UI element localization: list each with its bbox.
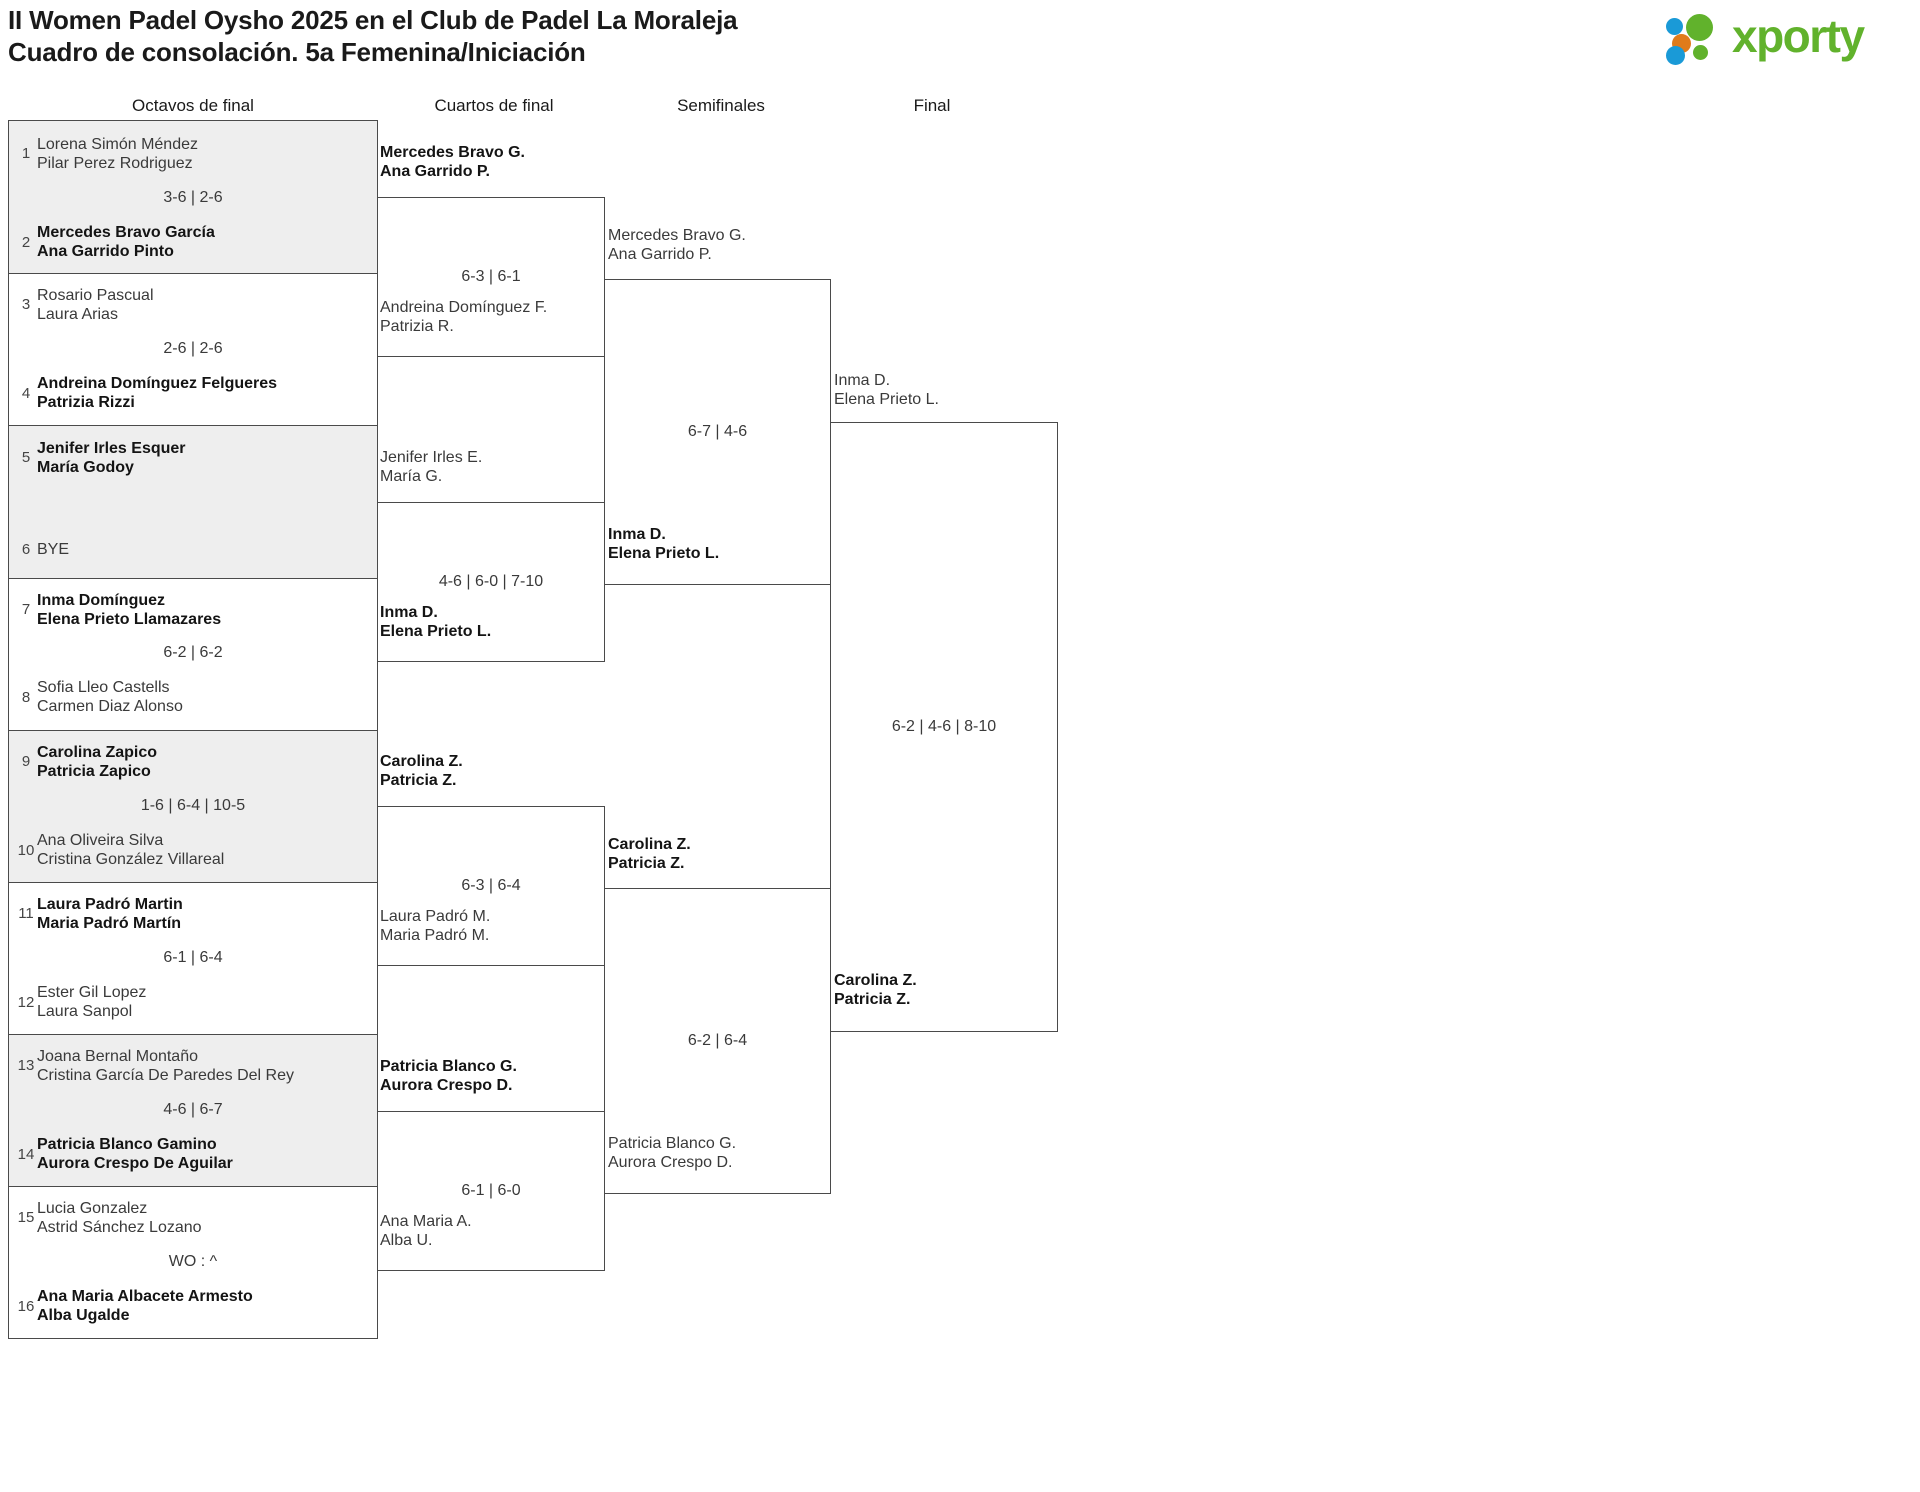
r2-team-2: Andreina Domínguez F. Patrizia R. bbox=[380, 299, 548, 335]
match-score: WO : ^ bbox=[168, 1253, 218, 1270]
match-score: 4-6 | 6-0 | 7-10 bbox=[438, 573, 544, 590]
round-header-cuartos: Cuartos de final bbox=[434, 96, 554, 115]
seed-number: 10 bbox=[17, 842, 35, 859]
match-score: 4-6 | 6-7 bbox=[163, 1101, 223, 1118]
team-name: Mercedes Bravo García Ana Garrido Pinto bbox=[37, 224, 215, 260]
r3-match-2-box[interactable]: 6-2 | 6-4 bbox=[604, 888, 831, 1194]
match-score: 6-2 | 6-4 bbox=[687, 1032, 748, 1049]
seed-number: 8 bbox=[21, 689, 31, 706]
match-score: 6-1 | 6-0 bbox=[461, 1182, 521, 1199]
r1-match-7[interactable]: 13 Joana Bernal Montaño Cristina García … bbox=[8, 1035, 378, 1187]
seed-number: 2 bbox=[21, 234, 31, 251]
title-line-2: Cuadro de consolación. 5a Femenina/Inici… bbox=[8, 37, 586, 67]
r2-team-4: Inma D. Elena Prieto L. bbox=[380, 604, 492, 640]
seed-number: 12 bbox=[17, 994, 35, 1011]
seed-number: 16 bbox=[17, 1298, 35, 1315]
match-score: 6-3 | 6-1 bbox=[461, 268, 521, 285]
seed-number: 6 bbox=[21, 541, 31, 558]
r4-final-box[interactable]: 6-2 | 4-6 | 8-10 bbox=[830, 422, 1058, 1032]
team-name: Ana Oliveira Silva Cristina González Vil… bbox=[37, 832, 225, 868]
r1-match-1[interactable]: 1 Lorena Simón Méndez Pilar Perez Rodrig… bbox=[8, 120, 378, 274]
r3-team-4: Patricia Blanco G. Aurora Crespo D. bbox=[608, 1135, 737, 1171]
team-name: Patricia Blanco Gamino Aurora Crespo De … bbox=[37, 1136, 233, 1172]
r1-match-6[interactable]: 11 Laura Padró Martin Maria Padró Martín… bbox=[8, 883, 378, 1035]
r1-match-5[interactable]: 9 Carolina Zapico Patricia Zapico 1-6 | … bbox=[8, 731, 378, 883]
r1-match-3[interactable]: 5 Jenifer Irles Esquer María Godoy 6 BYE bbox=[8, 426, 378, 579]
seed-number: 5 bbox=[21, 449, 31, 466]
seed-number: 4 bbox=[21, 385, 31, 402]
r3-team-2: Inma D. Elena Prieto L. bbox=[608, 526, 720, 562]
logo-wordmark: xporty bbox=[1732, 10, 1865, 62]
r2-team-3: Jenifer Irles E. María G. bbox=[380, 449, 483, 485]
r2-team-1: Mercedes Bravo G. Ana Garrido P. bbox=[380, 144, 525, 180]
team-name: Ester Gil Lopez Laura Sanpol bbox=[37, 984, 147, 1020]
r3-team-3: Carolina Z. Patricia Z. bbox=[608, 836, 691, 872]
team-name: Laura Padró Martin Maria Padró Martín bbox=[37, 896, 183, 932]
team-name: Lucia Gonzalez Astrid Sánchez Lozano bbox=[37, 1200, 202, 1236]
r1-match-8[interactable]: 15 Lucia Gonzalez Astrid Sánchez Lozano … bbox=[8, 1187, 378, 1339]
team-name: Inma Domínguez Elena Prieto Llamazares bbox=[37, 592, 222, 628]
team-name: BYE bbox=[37, 541, 70, 558]
r4-team-2-champion: Carolina Z. Patricia Z. bbox=[834, 972, 917, 1008]
r1-match-4[interactable]: 7 Inma Domínguez Elena Prieto Llamazares… bbox=[8, 579, 378, 731]
round-header-final: Final bbox=[913, 96, 951, 115]
r2-match-3-box[interactable]: 6-3 | 6-4 bbox=[377, 806, 605, 966]
r2-team-8: Ana Maria A. Alba U. bbox=[380, 1213, 472, 1249]
match-score: 6-7 | 4-6 bbox=[687, 423, 748, 440]
r2-team-5: Carolina Z. Patricia Z. bbox=[380, 753, 463, 789]
r4-team-1: Inma D. Elena Prieto L. bbox=[834, 372, 939, 408]
xporty-logo[interactable]: xporty bbox=[1666, 8, 1898, 66]
seed-number: 3 bbox=[21, 296, 31, 313]
round-header-octavos: Octavos de final bbox=[132, 96, 254, 115]
team-name: Carolina Zapico Patricia Zapico bbox=[37, 744, 158, 780]
seed-number: 1 bbox=[21, 145, 31, 162]
seed-number: 7 bbox=[21, 601, 31, 618]
team-name: Sofia Lleo Castells Carmen Diaz Alonso bbox=[37, 679, 183, 715]
match-score: 1-6 | 6-4 | 10-5 bbox=[140, 797, 246, 814]
r2-match-1-box[interactable]: 6-3 | 6-1 bbox=[377, 197, 605, 357]
seed-number: 14 bbox=[17, 1146, 35, 1163]
seed-number: 9 bbox=[21, 753, 31, 770]
team-name: Jenifer Irles Esquer María Godoy bbox=[37, 440, 186, 476]
match-score: 6-2 | 6-2 bbox=[163, 644, 223, 661]
logo-dots-icon bbox=[1666, 12, 1728, 65]
seed-number: 11 bbox=[18, 905, 34, 922]
match-score: 6-2 | 4-6 | 8-10 bbox=[891, 718, 997, 735]
seed-number: 13 bbox=[17, 1057, 35, 1074]
round-header-semifinales: Semifinales bbox=[677, 96, 765, 115]
r2-team-6: Laura Padró M. Maria Padró M. bbox=[380, 908, 491, 944]
r3-team-1: Mercedes Bravo G. Ana Garrido P. bbox=[608, 227, 746, 263]
match-score: 6-1 | 6-4 bbox=[163, 949, 223, 966]
team-name: Andreina Domínguez Felgueres Patrizia Ri… bbox=[37, 375, 278, 411]
team-name: Joana Bernal Montaño Cristina García De … bbox=[37, 1048, 294, 1084]
r2-team-7: Patricia Blanco G. Aurora Crespo D. bbox=[380, 1058, 517, 1094]
page-title: II Women Padel Oysho 2025 en el Club de … bbox=[8, 4, 738, 68]
team-name: Lorena Simón Méndez Pilar Perez Rodrigue… bbox=[37, 136, 198, 172]
match-score: 6-3 | 6-4 bbox=[461, 877, 521, 894]
match-score: 3-6 | 2-6 bbox=[163, 189, 223, 206]
team-name: Ana Maria Albacete Armesto Alba Ugalde bbox=[37, 1288, 253, 1324]
r1-match-2[interactable]: 3 Rosario Pascual Laura Arias 2-6 | 2-6 … bbox=[8, 274, 378, 426]
match-score: 2-6 | 2-6 bbox=[163, 340, 223, 357]
seed-number: 15 bbox=[17, 1209, 35, 1226]
title-line-1: II Women Padel Oysho 2025 en el Club de … bbox=[8, 5, 738, 35]
team-name: Rosario Pascual Laura Arias bbox=[37, 287, 154, 323]
